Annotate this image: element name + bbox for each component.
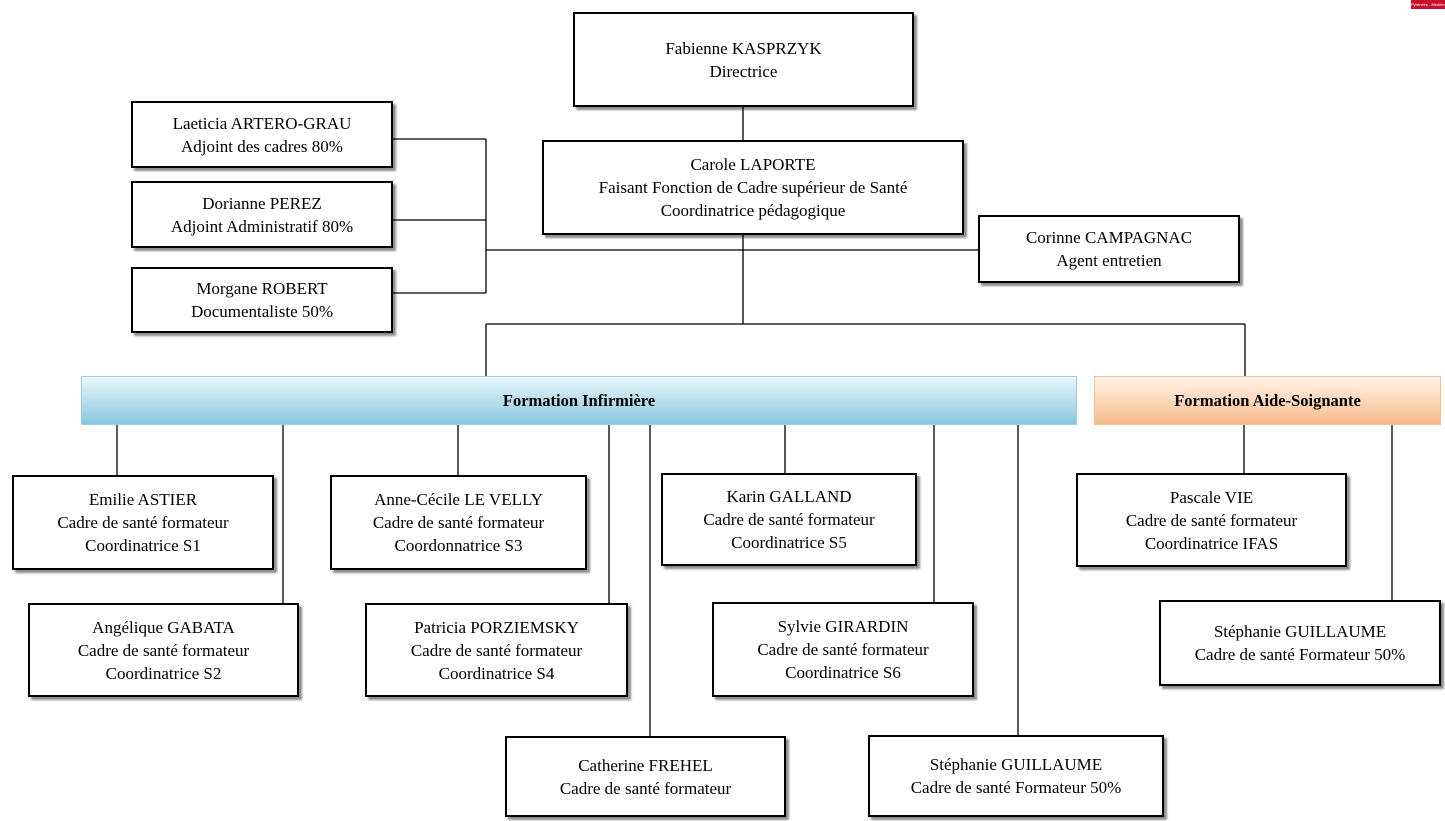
- staff-role: Adjoint Administratif 80%: [170, 216, 354, 236]
- member-box-astier: Emilie ASTIER Cadre de santé formateur C…: [12, 475, 274, 570]
- member-role: Cadre de santé formateur: [559, 778, 732, 798]
- member-name: Patricia PORZIEMSKY: [414, 617, 579, 637]
- member-box-frehel: Catherine FREHEL Cadre de santé formateu…: [505, 736, 786, 817]
- member-name: Catherine FREHEL: [578, 755, 713, 775]
- staff-name: Dorianne PEREZ: [202, 193, 322, 213]
- member-role: Cadre de santé Formateur 50%: [1194, 645, 1406, 664]
- branch-ifas: Formation Aide-Soignante: [1094, 376, 1441, 425]
- member-role: Cadre de santé formateur: [372, 513, 545, 532]
- staff-box-artero: Laeticia ARTERO-GRAU Adjoint des cadres …: [131, 101, 393, 168]
- member-box-guillaume-ifsi: Stéphanie GUILLAUME Cadre de santé Forma…: [868, 735, 1164, 817]
- staff-role: Documentaliste 50%: [190, 302, 334, 321]
- member-coord: Coordinatrice S1: [85, 536, 201, 555]
- coordinator-box: Carole LAPORTE Faisant Fonction de Cadre…: [542, 140, 964, 235]
- director-box: Fabienne KASPRZYK Directrice: [573, 12, 914, 107]
- member-box-porziemsky: Patricia PORZIEMSKY Cadre de santé forma…: [365, 603, 628, 697]
- staff-box-campagnac: Corinne CAMPAGNAC Agent entretien: [978, 215, 1240, 283]
- staff-box-robert: Morgane ROBERT Documentaliste 50%: [131, 267, 393, 333]
- member-box-galland: Karin GALLAND Cadre de santé formateur C…: [661, 473, 917, 566]
- brand-logo: Pyrénées - Méditerranée: [1411, 0, 1445, 9]
- member-name: Karin GALLAND: [726, 487, 852, 506]
- member-role: Cadre de santé Formateur 50%: [910, 778, 1122, 797]
- member-role: Cadre de santé formateur: [57, 513, 229, 532]
- branch-ifsi: Formation Infirmière: [81, 376, 1077, 425]
- member-role: Cadre de santé formateur: [77, 640, 250, 660]
- member-box-vie: Pascale VIE Cadre de santé formateur Coo…: [1076, 473, 1347, 567]
- branch-ifsi-label: Formation Infirmière: [502, 390, 656, 410]
- member-coord: Coordinatrice S2: [105, 663, 222, 683]
- member-coord: Coordinatrice S6: [785, 663, 901, 682]
- coordinator-name: Carole LAPORTE: [690, 155, 816, 174]
- member-box-guillaume-ifas: Stéphanie GUILLAUME Cadre de santé Forma…: [1159, 600, 1441, 686]
- member-role: Cadre de santé formateur: [757, 640, 929, 659]
- member-coord: Coordinatrice S5: [731, 533, 847, 552]
- staff-name: Laeticia ARTERO-GRAU: [172, 113, 352, 133]
- member-role: Cadre de santé formateur: [703, 510, 875, 529]
- staff-role: Adjoint des cadres 80%: [181, 136, 343, 156]
- member-box-levelly: Anne-Cécile LE VELLY Cadre de santé form…: [330, 475, 587, 570]
- coordinator-role: Faisant Fonction de Cadre supérieur de S…: [598, 178, 908, 197]
- member-role: Cadre de santé formateur: [1125, 510, 1298, 530]
- member-name: Angélique GABATA: [92, 617, 235, 637]
- staff-box-perez: Dorianne PEREZ Adjoint Administratif 80%: [131, 181, 393, 248]
- member-coord: Coordinatrice IFAS: [1144, 533, 1279, 553]
- member-name: Anne-Cécile LE VELLY: [374, 490, 543, 509]
- branch-ifas-label: Formation Aide-Soignante: [1174, 390, 1361, 410]
- member-name: Sylvie GIRARDIN: [777, 617, 909, 636]
- member-role: Cadre de santé formateur: [410, 640, 583, 660]
- director-role: Directrice: [709, 61, 778, 81]
- member-coord: Coordonnatrice S3: [394, 536, 523, 555]
- coordinator-role-2: Coordinatrice pédagogique: [660, 201, 846, 220]
- member-box-gabata: Angélique GABATA Cadre de santé formateu…: [28, 603, 299, 697]
- staff-name: Corinne CAMPAGNAC: [1025, 228, 1193, 247]
- staff-role: Agent entretien: [1056, 251, 1162, 270]
- staff-name: Morgane ROBERT: [196, 279, 328, 298]
- member-box-girardin: Sylvie GIRARDIN Cadre de santé formateur…: [712, 602, 974, 697]
- member-name: Pascale VIE: [1169, 487, 1254, 507]
- member-name: Emilie ASTIER: [88, 490, 198, 509]
- member-name: Stéphanie GUILLAUME: [1213, 622, 1387, 641]
- member-coord: Coordinatrice S4: [438, 663, 555, 683]
- director-name: Fabienne KASPRZYK: [665, 38, 822, 58]
- member-name: Stéphanie GUILLAUME: [929, 755, 1103, 774]
